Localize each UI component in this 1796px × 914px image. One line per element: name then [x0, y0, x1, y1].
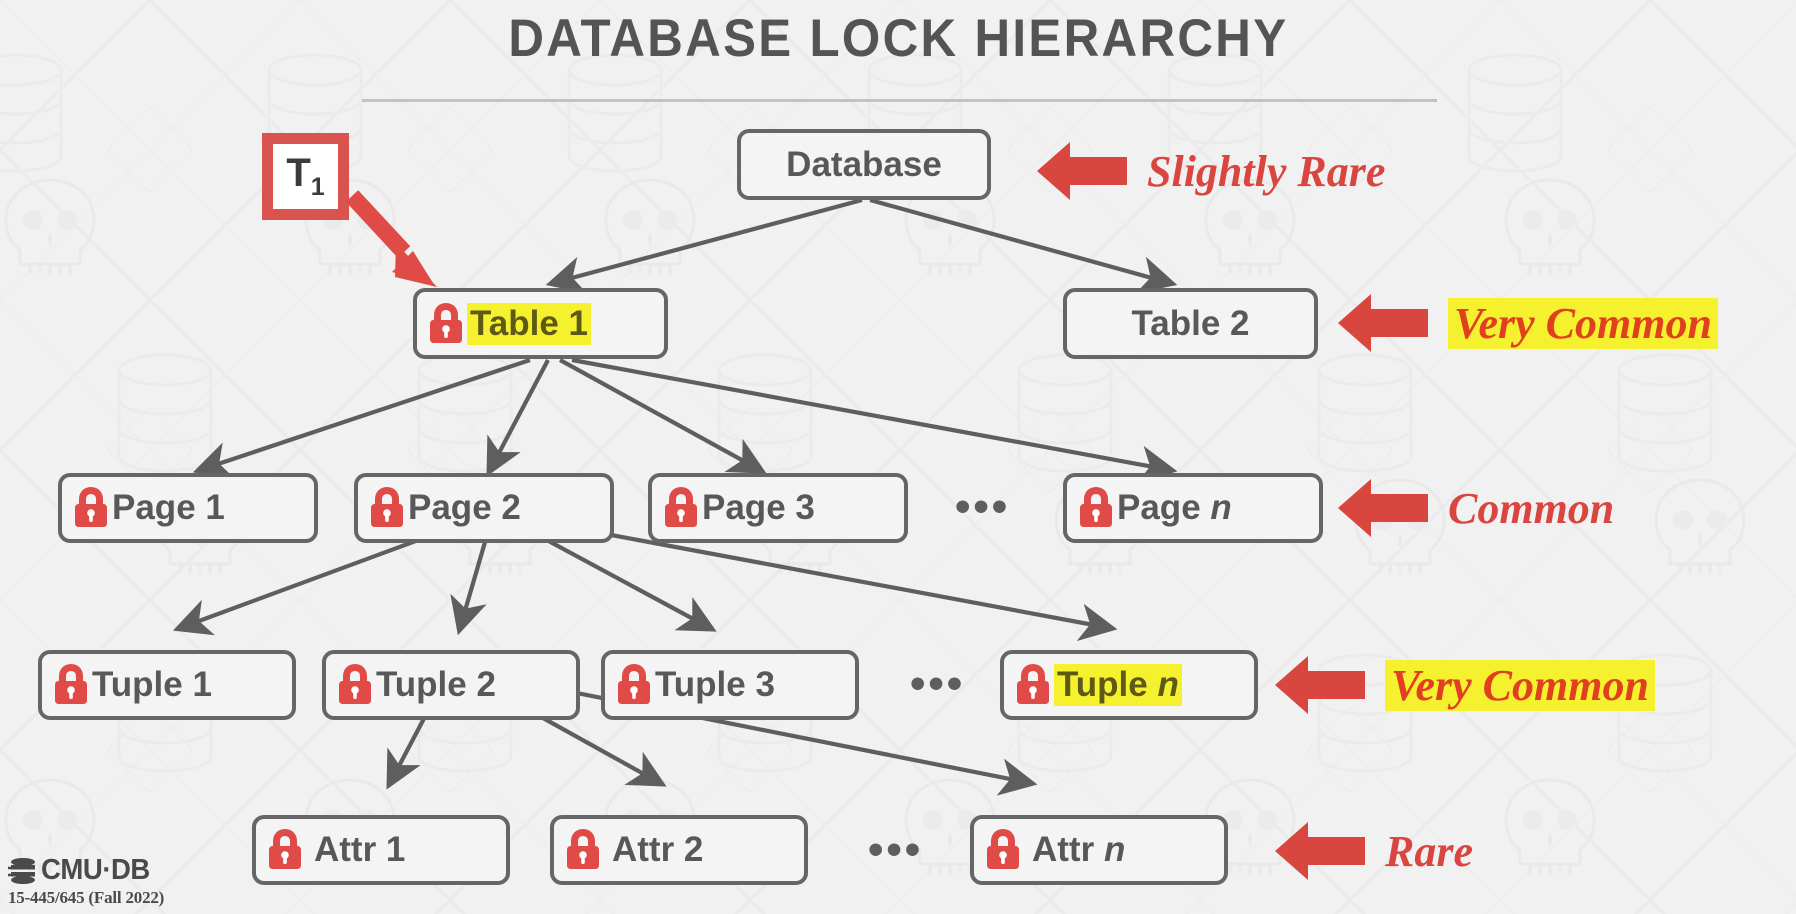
node-attr-2-label: Attr 2	[612, 830, 704, 869]
attr-row-ellipsis: •••	[868, 825, 924, 874]
page-title-block: DATABASE LOCK HIERARCHY	[0, 8, 1796, 69]
node-page-n[interactable]: Page n	[1063, 473, 1323, 543]
padlock-icon	[371, 486, 403, 527]
padlock-icon	[339, 663, 371, 704]
padlock-icon	[55, 663, 87, 704]
padlock-icon	[1017, 663, 1049, 704]
node-attr-n-index: n	[1103, 830, 1126, 869]
annotation-attr-level: Rare	[1275, 820, 1473, 882]
node-table-2-label: Table 2	[1131, 303, 1250, 343]
node-page-1[interactable]: Page 1	[58, 473, 318, 543]
annotation-tuple-level-text: Very Common	[1385, 659, 1655, 711]
padlock-icon	[269, 828, 301, 869]
node-tuple-1[interactable]: Tuple 1	[38, 650, 296, 720]
node-tuple-n-label: Tuple n	[1054, 664, 1182, 706]
node-page-2[interactable]: Page 2	[354, 473, 614, 543]
node-database[interactable]: Database	[737, 129, 991, 200]
footer: CMU·DB 15-445/645 (Fall 2022)	[8, 854, 164, 908]
padlock-icon	[430, 302, 462, 343]
node-table-2[interactable]: Table 2	[1063, 288, 1318, 359]
left-arrow-icon	[1338, 294, 1428, 352]
node-page-2-label: Page 2	[408, 488, 521, 527]
padlock-icon	[987, 828, 1019, 869]
left-arrow-icon	[1338, 479, 1428, 537]
node-page-n-label: Page n	[1117, 488, 1232, 527]
cmudb-logo[interactable]: CMU·DB	[8, 854, 164, 887]
transaction-badge-label: T1	[286, 151, 325, 201]
node-tuple-n[interactable]: Tuple n	[1000, 650, 1258, 720]
page-title: DATABASE LOCK HIERARCHY	[507, 9, 1289, 68]
node-table-1-label: Table 1	[467, 302, 592, 345]
padlock-icon	[1080, 486, 1112, 527]
left-arrow-icon	[1037, 142, 1127, 200]
node-database-label: Database	[786, 144, 942, 184]
annotation-page-level-text: Common	[1448, 483, 1615, 533]
course-label: 15-445/645 (Fall 2022)	[8, 888, 165, 907]
node-attr-n[interactable]: Attr n	[970, 815, 1228, 885]
node-tuple-n-index: n	[1157, 665, 1179, 704]
node-attr-2[interactable]: Attr 2	[550, 815, 808, 885]
page-row-ellipsis: •••	[955, 482, 1011, 531]
node-tuple-2-label: Tuple 2	[376, 665, 496, 704]
node-page-1-label: Page 1	[112, 488, 225, 527]
transaction-subscript: 1	[310, 173, 325, 201]
annotation-tuple-level: Very Common	[1275, 654, 1655, 716]
transaction-badge-t1: T1	[262, 133, 349, 220]
annotation-attr-level-text: Rare	[1385, 826, 1473, 876]
annotation-table-level: Very Common	[1338, 292, 1718, 354]
left-arrow-icon	[1275, 822, 1365, 880]
left-arrow-icon	[1275, 656, 1365, 714]
node-page-n-index: n	[1210, 488, 1232, 527]
padlock-icon	[75, 486, 107, 527]
database-cylinder-icon	[8, 857, 35, 884]
tuple-row-ellipsis: •••	[910, 659, 966, 708]
node-attr-1[interactable]: Attr 1	[252, 815, 510, 885]
padlock-icon	[567, 828, 599, 869]
node-tuple-1-label: Tuple 1	[92, 665, 212, 704]
node-page-3[interactable]: Page 3	[648, 473, 908, 543]
padlock-icon	[618, 663, 650, 704]
annotation-database-level-text: Slightly Rare	[1147, 146, 1386, 196]
node-attr-n-label: Attr n	[1032, 830, 1126, 869]
node-tuple-3-label: Tuple 3	[655, 665, 775, 704]
node-tuple-3[interactable]: Tuple 3	[601, 650, 859, 720]
node-tuple-2[interactable]: Tuple 2	[322, 650, 580, 720]
cmudb-logo-text: CMU·DB	[41, 854, 150, 886]
node-page-3-label: Page 3	[702, 488, 815, 527]
annotation-page-level: Common	[1338, 477, 1614, 539]
title-divider	[362, 99, 1437, 102]
padlock-icon	[665, 486, 697, 527]
node-table-1[interactable]: Table 1	[413, 288, 668, 359]
node-attr-1-label: Attr 1	[314, 830, 406, 869]
annotation-database-level: Slightly Rare	[1037, 140, 1385, 202]
annotation-table-level-text: Very Common	[1448, 297, 1718, 349]
